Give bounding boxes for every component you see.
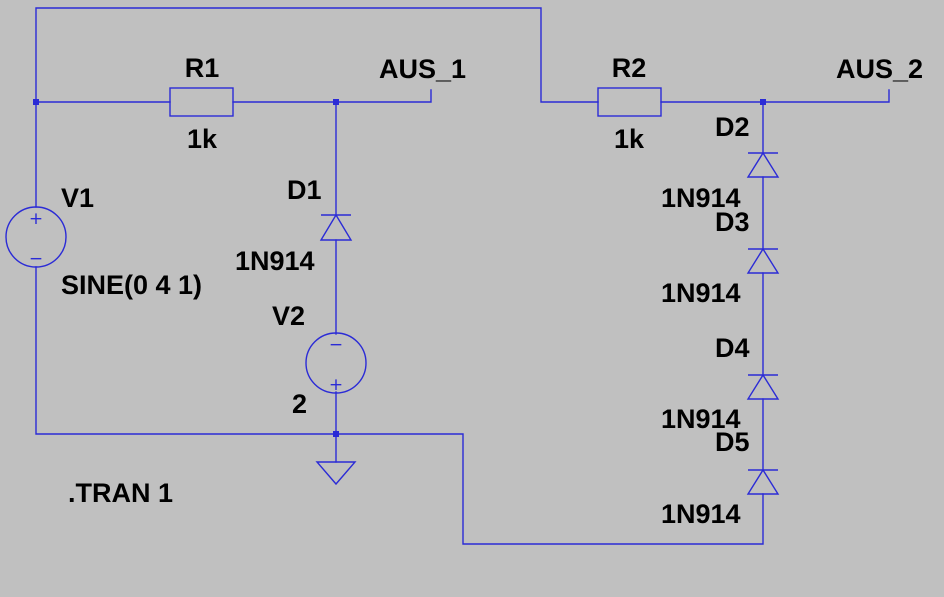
junction-dot bbox=[333, 99, 339, 105]
diode-d3-triangle bbox=[746, 247, 780, 274]
diode-d5[interactable] bbox=[746, 468, 780, 495]
diode-d2-triangle bbox=[746, 151, 780, 178]
diode-d4-triangle bbox=[746, 373, 780, 400]
d2-model: 1N914 bbox=[661, 183, 741, 213]
r1-name: R1 bbox=[185, 53, 220, 83]
wire-return bbox=[335, 433, 764, 545]
junction-dot bbox=[33, 99, 39, 105]
d3-name: D3 bbox=[715, 207, 750, 237]
junctions bbox=[33, 99, 766, 437]
diode-d4[interactable] bbox=[746, 373, 780, 400]
diode-d2[interactable] bbox=[746, 151, 780, 178]
aus2-net-label: AUS_2 bbox=[836, 54, 923, 84]
v1-value: SINE(0 4 1) bbox=[61, 270, 202, 300]
v1-name: V1 bbox=[61, 183, 94, 213]
voltage-source-v2[interactable]: − + bbox=[305, 332, 367, 395]
wire-aus1 bbox=[335, 89, 432, 103]
d5-name: D5 bbox=[715, 427, 750, 457]
d3-model: 1N914 bbox=[661, 278, 741, 308]
diode-d5-triangle bbox=[746, 468, 780, 495]
v1-plus-sign: + bbox=[29, 209, 43, 229]
v2-minus-sign: − bbox=[329, 335, 343, 355]
wires bbox=[35, 7, 890, 545]
junction-dot bbox=[760, 99, 766, 105]
r2-name: R2 bbox=[612, 53, 647, 83]
resistor-r1[interactable] bbox=[169, 87, 234, 117]
resistor-r2[interactable] bbox=[597, 87, 662, 117]
r1-value: 1k bbox=[187, 124, 218, 154]
wire-aus2 bbox=[762, 89, 890, 103]
d4-name: D4 bbox=[715, 333, 750, 363]
junction-dot bbox=[333, 431, 339, 437]
d1-name: D1 bbox=[287, 175, 322, 205]
d2-name: D2 bbox=[715, 112, 750, 142]
labels: R1 1k R2 1k AUS_1 AUS_2 D1 1N914 D2 1N91… bbox=[61, 53, 923, 529]
d1-model: 1N914 bbox=[235, 246, 315, 276]
v1-minus-sign: − bbox=[29, 249, 43, 269]
ground-icon bbox=[315, 461, 357, 486]
voltage-source-v1-circle bbox=[5, 206, 67, 268]
v2-name: V2 bbox=[272, 301, 305, 331]
wire-v1-bottom bbox=[35, 266, 337, 435]
d4-model: 1N914 bbox=[661, 404, 741, 434]
r2-value: 1k bbox=[614, 124, 645, 154]
aus1-net-label: AUS_1 bbox=[379, 54, 466, 84]
voltage-source-v1[interactable]: + − bbox=[5, 206, 67, 269]
v2-plus-sign: + bbox=[329, 375, 343, 395]
spice-directive[interactable]: .TRAN 1 bbox=[68, 478, 173, 508]
v2-value: 2 bbox=[292, 389, 307, 419]
wire-left-top bbox=[35, 7, 599, 103]
d5-model: 1N914 bbox=[661, 499, 741, 529]
diode-d1[interactable] bbox=[319, 213, 353, 241]
voltage-source-v2-circle bbox=[305, 332, 367, 394]
diode-d1-triangle bbox=[319, 213, 353, 241]
diode-d3[interactable] bbox=[746, 247, 780, 274]
